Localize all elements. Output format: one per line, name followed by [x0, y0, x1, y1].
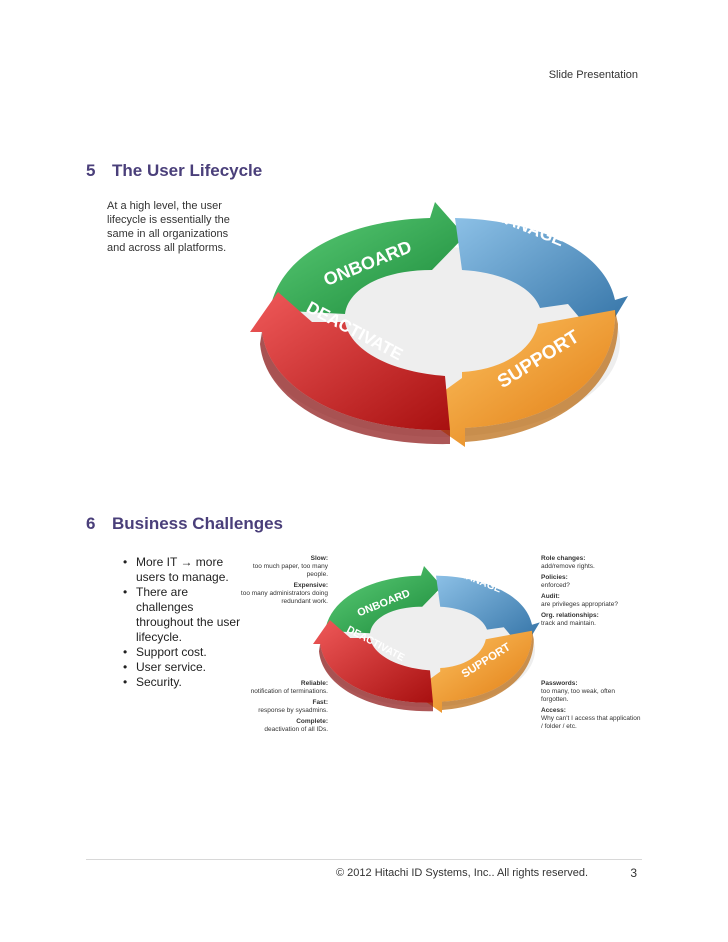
footer-divider: [86, 859, 642, 860]
note-title: Passwords:: [541, 680, 641, 688]
note-title: Org. relationships:: [541, 612, 641, 620]
challenges-bullet-list: More IT → more users to manage. There ar…: [123, 555, 243, 690]
section-title: The User Lifecycle: [112, 161, 262, 180]
note-text: are privileges appropriate?: [541, 601, 641, 609]
list-item: Security.: [123, 675, 243, 690]
page-number: 3: [630, 866, 637, 880]
note-text: Why can't I access that application / fo…: [541, 715, 641, 731]
list-item: More IT → more users to manage.: [123, 555, 243, 585]
document-header: Slide Presentation: [549, 69, 638, 81]
lifecycle-diagram-small: ONBOARD MANAGE SUPPORT DEACTIVATE: [313, 550, 541, 732]
note-title: Access:: [541, 707, 641, 715]
list-item: Support cost.: [123, 645, 243, 660]
lifecycle-intro-text: At a high level, the user lifecycle is e…: [107, 199, 247, 255]
note-title: Audit:: [541, 593, 641, 601]
list-item: User service.: [123, 660, 243, 675]
note-text: track and maintain.: [541, 620, 641, 628]
note-title: Policies:: [541, 574, 641, 582]
list-item: There are challenges throughout the user…: [123, 585, 243, 645]
note-title: Role changes:: [541, 555, 641, 563]
section-number: 5: [86, 161, 112, 181]
footer-copyright: © 2012 Hitachi ID Systems, Inc.. All rig…: [336, 867, 588, 879]
support-challenges-notes: Passwords: too many, too weak, often for…: [541, 680, 641, 734]
manage-challenges-notes: Role changes: add/remove rights. Policie…: [541, 555, 641, 631]
note-text: enforced?: [541, 582, 641, 590]
section-number: 6: [86, 514, 112, 534]
note-text: too many, too weak, often forgotten.: [541, 688, 641, 704]
note-text: add/remove rights.: [541, 563, 641, 571]
lifecycle-diagram-large: ONBOARD MANAGE SUPPORT DEACTIVATE: [250, 192, 630, 462]
section-title: Business Challenges: [112, 514, 283, 533]
